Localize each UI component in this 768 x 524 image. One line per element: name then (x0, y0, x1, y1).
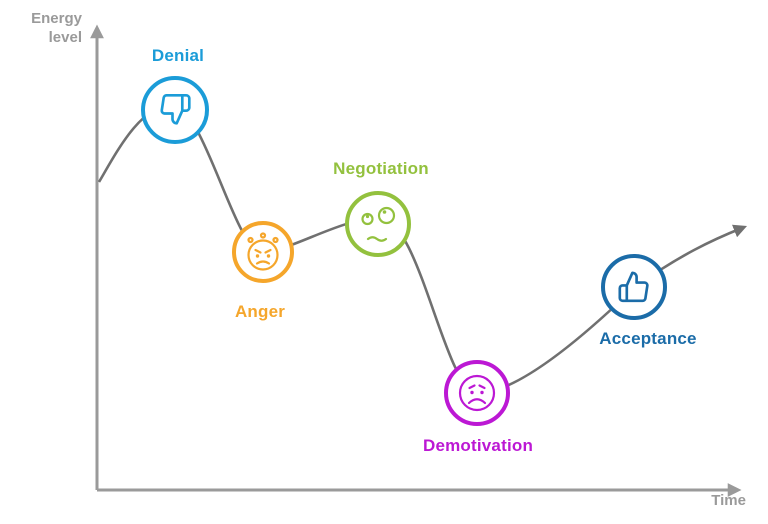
thumbs-down-icon (160, 93, 191, 125)
stage-marker-demotivation (444, 360, 510, 426)
stage-circle-negotiation (345, 191, 411, 257)
stage-marker-acceptance (601, 254, 667, 320)
stage-circle-demotivation (444, 360, 510, 426)
y-axis-label: Energy level (31, 10, 82, 46)
thumbs-up-icon (618, 271, 649, 303)
stage-marker-anger (232, 221, 294, 283)
x-axis-label: Time (711, 492, 746, 509)
angry-face-icon (247, 232, 279, 271)
stage-circle-denial (141, 76, 209, 144)
skeptical-face-icon (361, 206, 396, 242)
stage-label-negotiation: Negotiation (333, 159, 429, 178)
stage-marker-negotiation (345, 191, 411, 257)
energy-curve (97, 103, 748, 395)
stage-label-anger: Anger (234, 302, 286, 321)
stage-circle-anger (232, 221, 294, 283)
stage-marker-denial (141, 76, 209, 144)
sad-face-icon (458, 374, 496, 412)
stage-label-demotivation: Demotivation (422, 436, 534, 455)
stage-label-denial: Denial (151, 46, 205, 65)
stage-label-acceptance: Acceptance (599, 329, 697, 348)
stage-circle-acceptance (601, 254, 667, 320)
